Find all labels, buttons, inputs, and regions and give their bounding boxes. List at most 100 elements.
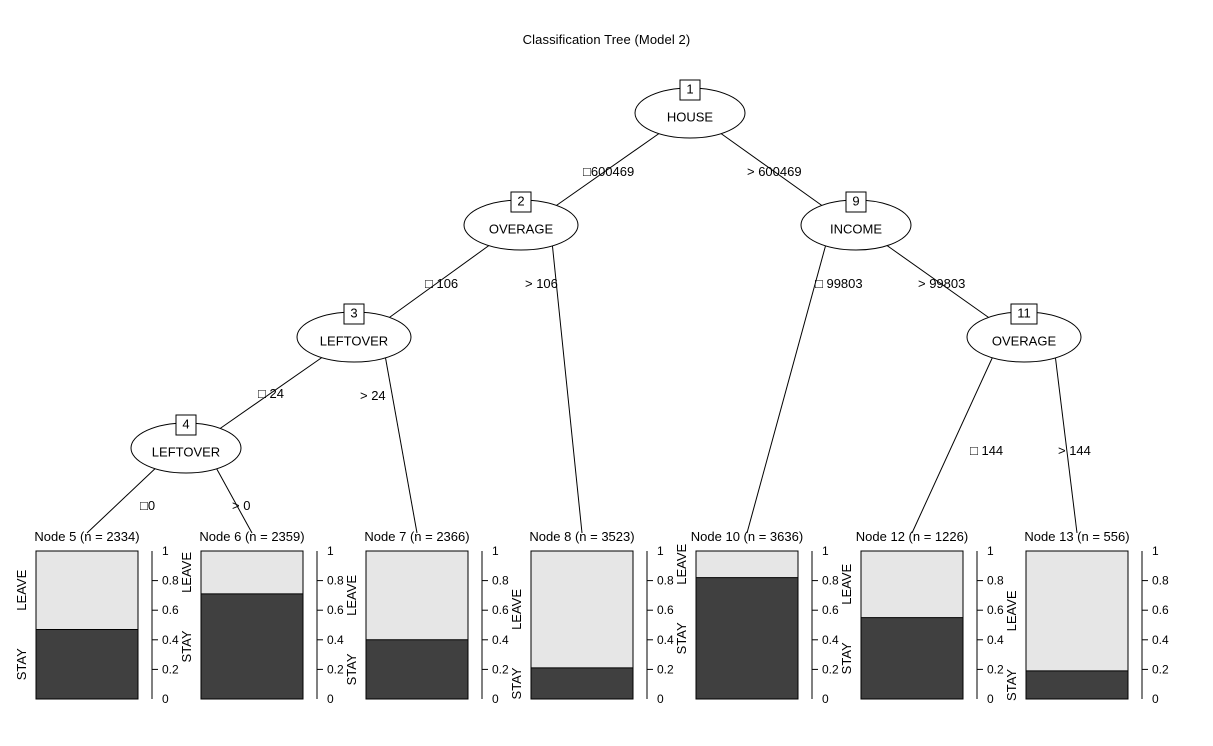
tree-edge-11-leaf12: [911, 356, 994, 534]
tree-edge-3-4: [219, 356, 323, 429]
leaf-axis-ticklabel-12-3: 0.6: [987, 603, 1004, 617]
leaf-bar-frame-6: [200, 550, 304, 700]
edge-label-9-left: □ 99803: [815, 276, 863, 291]
edge-label-4-right: > 0: [232, 498, 250, 513]
node-label-11: OVERAGE: [992, 333, 1057, 348]
node-number-box-2: [510, 191, 532, 213]
leaf-class-label-stay-7: STAY: [344, 653, 359, 685]
leaf-axis-ticklabel-7-4: 0.8: [492, 574, 509, 588]
leaf-axis-ticklabel-6-0: 0: [327, 692, 334, 706]
leaf-axis-ticklabel-7-1: 0.2: [492, 662, 509, 676]
leaf-axis-ticklabel-6-4: 0.8: [327, 574, 344, 588]
edge-label-4-left: □0: [140, 498, 155, 513]
leaf-axis-ticklabel-8-0: 0: [657, 692, 664, 706]
edge-label-3-right: > 24: [360, 388, 386, 403]
node-number-box-1: [679, 79, 701, 101]
leaf-bar-leave-13[interactable]: [1026, 551, 1128, 671]
leaf-axis-ticklabel-10-4: 0.8: [822, 574, 839, 588]
leaf-bar-leave-7[interactable]: [366, 551, 468, 640]
leaf-bar-stay-7[interactable]: [366, 639, 468, 699]
leaf-axis-ticklabel-10-2: 0.4: [822, 633, 839, 647]
leaf-axis-ticklabel-12-0: 0: [987, 692, 994, 706]
leaf-class-label-stay-8: STAY: [509, 667, 524, 699]
leaf-bar-leave-8[interactable]: [531, 551, 633, 668]
leaf-axis-ticklabel-12-2: 0.4: [987, 633, 1004, 647]
leaf-class-label-stay-6: STAY: [179, 630, 194, 662]
leaf-title-12: Node 12 (n = 1226): [856, 529, 968, 544]
leaf-bar-stay-8[interactable]: [531, 667, 633, 699]
leaf-bar-leave-10[interactable]: [696, 551, 798, 578]
tree-edge-11-leaf13: [1054, 356, 1078, 534]
tree-edge-2-leaf8: [551, 244, 583, 534]
leaf-axis-ticklabel-10-3: 0.6: [822, 603, 839, 617]
tree-edge-4-leaf5: [86, 467, 157, 534]
leaf-bar-stay-5[interactable]: [36, 629, 138, 699]
edge-label-2-left: □ 106: [425, 276, 458, 291]
leaf-axis-ticklabel-8-3: 0.6: [657, 603, 674, 617]
leaf-axis-ticklabel-10-1: 0.2: [822, 662, 839, 676]
leaf-axis-ticklabel-7-2: 0.4: [492, 633, 509, 647]
leaf-class-label-leave-6: LEAVE: [179, 552, 194, 593]
leaf-bar-stay-6[interactable]: [201, 593, 303, 699]
leaf-title-7: Node 7 (n = 2366): [364, 529, 469, 544]
node-number-11: 11: [1017, 305, 1031, 320]
leaf-axis-ticklabel-13-0: 0: [1152, 692, 1159, 706]
leaf-class-label-leave-12: LEAVE: [839, 563, 854, 604]
leaf-bar-leave-5[interactable]: [36, 551, 138, 630]
leaf-class-label-leave-7: LEAVE: [344, 575, 359, 616]
tree-edge-1-2: [556, 132, 661, 206]
leaf-axis-ticklabel-12-1: 0.2: [987, 662, 1004, 676]
leaf-axis-ticklabel-12-4: 0.8: [987, 574, 1004, 588]
node-number-9: 9: [852, 193, 859, 208]
node-label-9: INCOME: [830, 221, 882, 236]
leaf-bar-frame-10: [695, 550, 799, 700]
leaf-axis-ticklabel-5-3: 0.6: [162, 603, 179, 617]
tree-edge-2-3: [389, 244, 490, 318]
leaf-bar-frame-5: [35, 550, 139, 700]
node-number-box-9: [845, 191, 867, 213]
leaf-class-label-stay-12: STAY: [839, 642, 854, 674]
leaf-class-label-stay-5: STAY: [14, 648, 29, 680]
node-number-box-4: [175, 414, 197, 436]
node-number-1: 1: [686, 81, 693, 96]
leaf-title-10: Node 10 (n = 3636): [691, 529, 803, 544]
edge-label-9-right: > 99803: [918, 276, 965, 291]
edge-label-11-right: > 144: [1058, 443, 1091, 458]
tree-edge-4-leaf6: [215, 467, 253, 534]
leaf-axis-ticklabel-5-5: 1: [162, 544, 169, 558]
leaf-title-5: Node 5 (n = 2334): [34, 529, 139, 544]
leaf-axis-ticklabel-8-1: 0.2: [657, 662, 674, 676]
leaf-axis-ticklabel-13-1: 0.2: [1152, 662, 1169, 676]
leaf-bar-stay-13[interactable]: [1026, 670, 1128, 699]
leaf-axis-ticklabel-7-5: 1: [492, 544, 499, 558]
leaf-axis-ticklabel-6-2: 0.4: [327, 633, 344, 647]
leaf-axis-ticklabel-13-5: 1: [1152, 544, 1159, 558]
leaf-title-8: Node 8 (n = 3523): [529, 529, 634, 544]
edge-label-2-right: > 106: [525, 276, 558, 291]
leaf-bar-stay-12[interactable]: [861, 617, 963, 699]
edge-label-11-left: □ 144: [970, 443, 1003, 458]
leaf-bar-leave-12[interactable]: [861, 551, 963, 618]
node-label-1: HOUSE: [667, 109, 714, 124]
leaf-class-label-leave-5: LEAVE: [14, 569, 29, 610]
leaf-bar-frame-12: [860, 550, 964, 700]
node-label-3: LEFTOVER: [320, 333, 388, 348]
node-number-3: 3: [350, 305, 357, 320]
leaf-axis-ticklabel-8-2: 0.4: [657, 633, 674, 647]
leaf-axis-ticklabel-13-2: 0.4: [1152, 633, 1169, 647]
leaf-bar-frame-7: [365, 550, 469, 700]
leaf-bar-stay-10[interactable]: [696, 577, 798, 699]
leaf-axis-ticklabel-5-1: 0.2: [162, 662, 179, 676]
page-title: Classification Tree (Model 2): [522, 32, 691, 47]
node-label-2: OVERAGE: [489, 221, 554, 236]
leaf-title-13: Node 13 (n = 556): [1024, 529, 1129, 544]
leaf-axis-ticklabel-10-5: 1: [822, 544, 829, 558]
edge-label-1-right: > 600469: [747, 164, 802, 179]
leaf-class-label-leave-10: LEAVE: [674, 544, 689, 585]
leaf-axis-ticklabel-5-0: 0: [162, 692, 169, 706]
leaf-axis-ticklabel-10-0: 0: [822, 692, 829, 706]
leaf-bar-leave-6[interactable]: [201, 551, 303, 594]
node-number-2: 2: [517, 193, 524, 208]
